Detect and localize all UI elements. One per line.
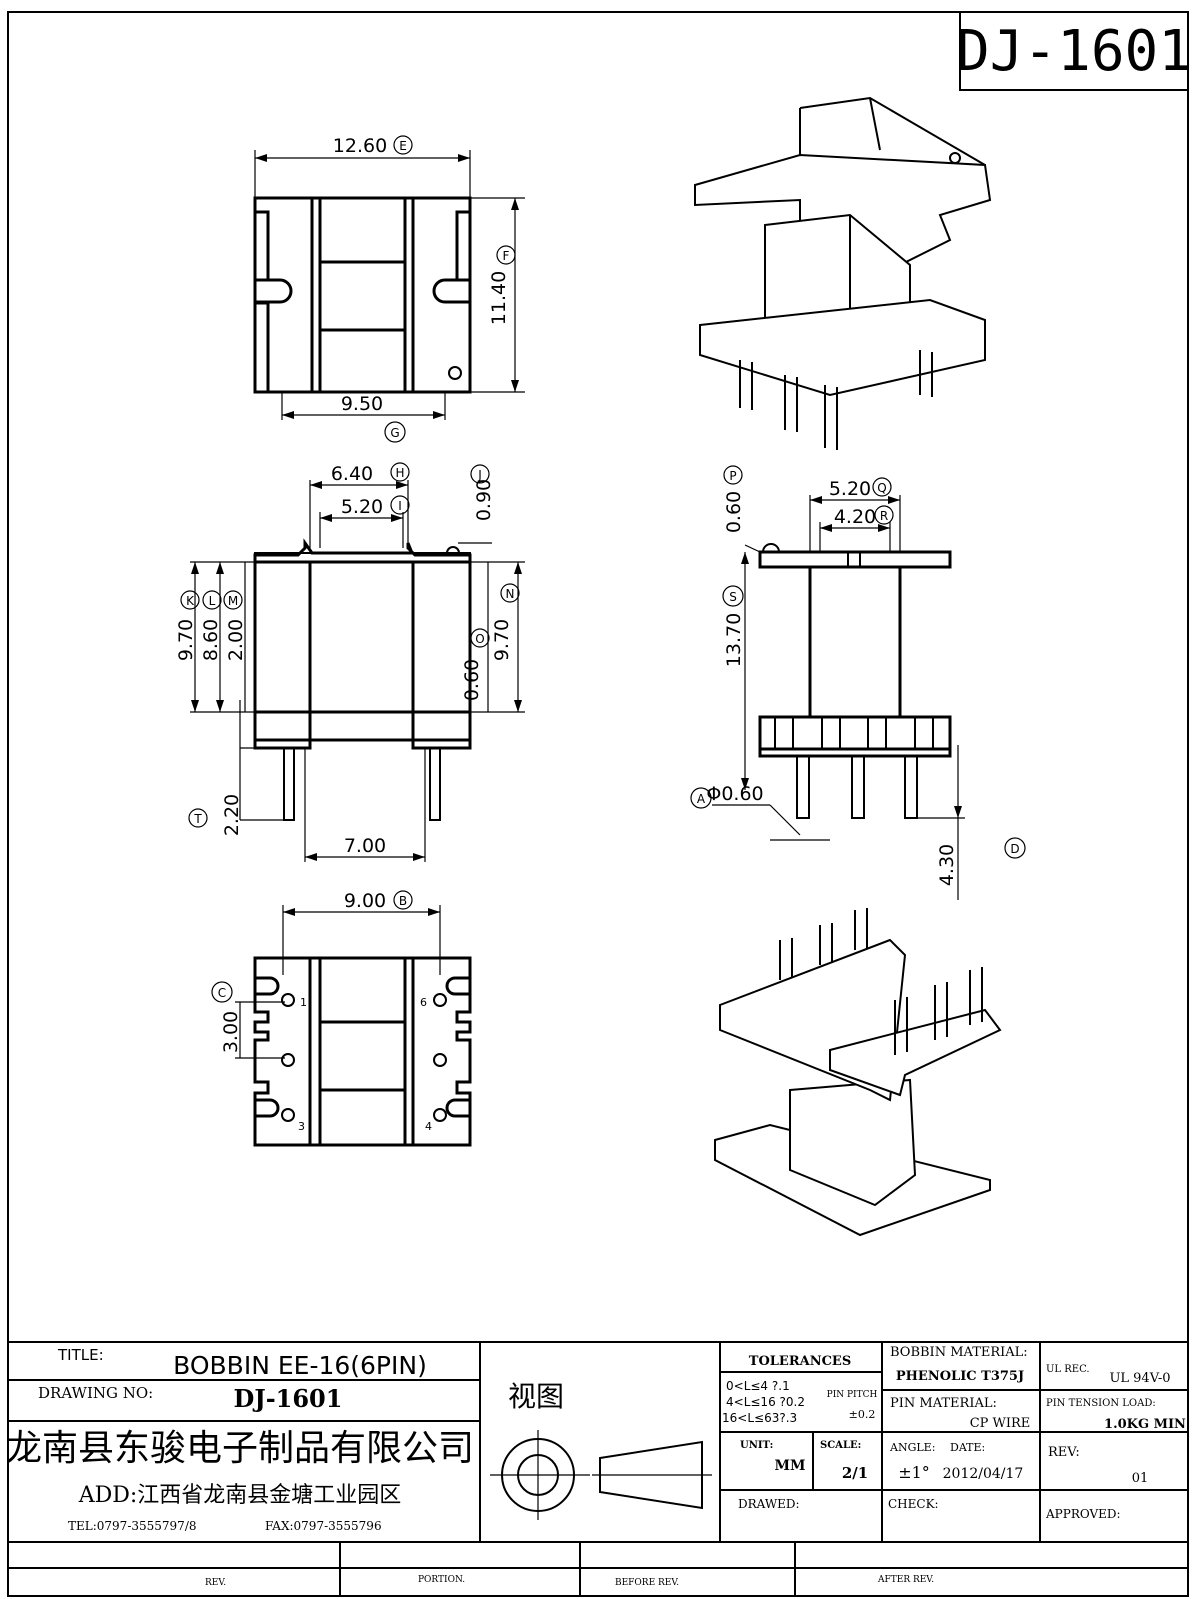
title-block-rev-label: REV: xyxy=(1048,1445,1080,1460)
views-bottom-pin-numbers-3: 4 xyxy=(425,1120,432,1133)
title-block-bobbin-material-label: BOBBIN MATERIAL: xyxy=(890,1345,1028,1360)
title-block-rev: 01 xyxy=(1132,1471,1149,1486)
title-block-scale-label: SCALE: xyxy=(820,1440,861,1451)
views-side-pin-diameter: Φ0.60 xyxy=(706,783,763,805)
views-side-pin-protrusion-tag: D xyxy=(1010,842,1019,856)
views-top-pin-row-span: 9.50 xyxy=(341,393,383,415)
bottom-view: 9.00 B 1 6 3 4 C 3.00 xyxy=(211,890,472,1147)
views-top-height-tag: F xyxy=(503,249,510,263)
views-side-inner-width: 4.20 xyxy=(834,506,876,528)
views-front-inner-height-tag: L xyxy=(209,594,216,608)
views-front-overall-height-left: 9.70 xyxy=(175,619,197,661)
views-front-overall-height-left-tag: K xyxy=(186,594,195,608)
views-front-top-thickness-tag: J xyxy=(477,468,482,482)
title-block-approved-label: APPROVED: xyxy=(1045,1507,1121,1521)
views-side-inner-width-tag: R xyxy=(880,509,888,523)
views-front-flange-width: 6.40 xyxy=(331,463,373,485)
part-number: DJ-1601 xyxy=(956,19,1192,84)
title-block-tolerances-label: TOLERANCES xyxy=(749,1354,851,1369)
title-block-tolerances-2: 16<L≤63?.3 xyxy=(722,1411,797,1425)
views-front-window-depth-tag: M xyxy=(228,594,238,608)
front-view: 6.40 H 5.20 I 0.90 J 9.70 8.60 2.00 K L … xyxy=(175,462,525,862)
title-block-company: 龙南县东骏电子制品有限公司 xyxy=(6,1428,474,1469)
views-side-flange-thickness: 0.60 xyxy=(723,491,745,533)
top-view: 12.60 E 11.40 F 9.50 G xyxy=(253,135,525,443)
views-front-top-thickness: 0.90 xyxy=(473,479,495,521)
title-block-date: 2012/04/17 xyxy=(943,1466,1024,1482)
title-block-bottom-row-1: PORTION. xyxy=(418,1575,465,1585)
views-side-core-width-tag: Q xyxy=(877,481,886,495)
views-top-width: 12.60 xyxy=(333,135,387,157)
views-front-pin-row-spacing: 7.00 xyxy=(344,835,386,857)
title-block-address: ADD:江西省龙南县金塘工业园区 xyxy=(78,1483,402,1508)
title-block-pin-tension: 1.0KG MIN xyxy=(1104,1417,1186,1432)
title-block-tel: TEL:0797-3555797/8 xyxy=(68,1519,197,1533)
views-front-overall-height-right-tag: N xyxy=(506,587,515,601)
views-bottom-pin-pitch-tag: C xyxy=(218,986,226,1000)
title-block-drawing-no: DJ-1601 xyxy=(234,1384,343,1413)
title-block-ul-label: UL REC. xyxy=(1046,1364,1090,1375)
title-block-pin-pitch-label: PIN PITCH xyxy=(827,1390,878,1400)
views-side-pin-protrusion: 4.30 xyxy=(936,844,958,886)
views-front-pin-length: 2.20 xyxy=(221,794,243,836)
views-side-total-height: 13.70 xyxy=(723,613,745,667)
iso-view-top xyxy=(694,96,992,450)
part-number-box: DJ-1601 xyxy=(956,11,1192,91)
views-bottom-pin-row-span: 9.00 xyxy=(344,890,386,912)
views-side-pin-diameter-tag: A xyxy=(697,792,706,806)
views-top-pin-row-span-tag: G xyxy=(390,426,399,440)
title-block-angle: ±1° xyxy=(898,1463,930,1482)
title-block-date-label: DATE: xyxy=(950,1441,985,1454)
views-front-overall-height-right: 9.70 xyxy=(491,619,513,661)
title-block-ul: UL 94V-0 xyxy=(1109,1371,1170,1386)
title-block-bobbin-material: PHENOLIC T375J xyxy=(896,1369,1024,1384)
title-block-unit-label: UNIT: xyxy=(740,1440,773,1451)
title-block-drawing-no-label: DRAWING NO: xyxy=(38,1384,153,1402)
iso-view-bottom xyxy=(714,908,1002,1237)
title-block-bottom-row-3: AFTER REV. xyxy=(877,1575,934,1585)
title-block: TITLE: BOBBIN EE-16(6PIN) DRAWING NO: DJ… xyxy=(6,1341,1188,1596)
views-front-core-width: 5.20 xyxy=(341,496,383,518)
views-bottom-pin-numbers-2: 3 xyxy=(298,1120,305,1133)
title-block-unit: MM xyxy=(775,1458,806,1474)
title-block-title: BOBBIN EE-16(6PIN) xyxy=(173,1351,427,1380)
views-side-flange-thickness-tag: P xyxy=(729,469,736,483)
views-top-height: 11.40 xyxy=(488,271,510,325)
title-block-tolerances-0: 0<L≤4 ?.1 xyxy=(726,1379,790,1393)
views-front-inner-height: 8.60 xyxy=(200,619,222,661)
title-block-drawed-label: DRAWED: xyxy=(738,1497,800,1511)
views-front-base-thickness-tag: O xyxy=(475,632,484,646)
views-front-core-width-tag: I xyxy=(398,499,402,513)
views-front-flange-width-tag: H xyxy=(395,466,404,480)
projection-symbol xyxy=(490,1430,712,1520)
side-view: 5.20 Q 4.20 R P 0.60 13.70 S A Φ0.60 4.3… xyxy=(690,465,1026,900)
views-bottom-pin-row-span-tag: B xyxy=(399,894,407,908)
views-front-pin-length-tag: T xyxy=(193,812,202,826)
views-front-base-thickness: 0.60 xyxy=(461,659,483,701)
views-side-core-width: 5.20 xyxy=(829,478,871,500)
title-block-fax: FAX:0797-3555796 xyxy=(265,1519,382,1533)
title-block-check-label: CHECK: xyxy=(888,1497,939,1511)
views-top-width-tag: E xyxy=(399,139,407,153)
title-block-projection-label: 视图 xyxy=(508,1380,564,1413)
title-block-pin-material-label: PIN MATERIAL: xyxy=(890,1396,997,1411)
views-front-window-depth: 2.00 xyxy=(225,619,247,661)
sheet-border xyxy=(7,11,1189,1597)
views-side-total-height-tag: S xyxy=(729,590,737,604)
title-block-tolerances-1: 4<L≤16 ?0.2 xyxy=(726,1395,805,1409)
title-block-bottom-row-2: BEFORE REV. xyxy=(615,1578,679,1588)
title-block-bottom-row-0: REV. xyxy=(205,1578,226,1588)
title-block-scale: 2/1 xyxy=(842,1464,868,1482)
title-block-angle-label: ANGLE: xyxy=(889,1441,935,1454)
views-bottom-pin-pitch: 3.00 xyxy=(220,1011,242,1053)
title-block-title-label: TITLE: xyxy=(57,1346,104,1364)
title-block-pin-tension-label: PIN TENSION LOAD: xyxy=(1046,1398,1156,1409)
title-block-pin-pitch-tol: ±0.2 xyxy=(849,1408,876,1421)
views-bottom-pin-numbers-1: 6 xyxy=(420,996,427,1009)
views-bottom-pin-numbers-0: 1 xyxy=(300,996,307,1009)
title-block-pin-material: CP WIRE xyxy=(970,1416,1031,1431)
